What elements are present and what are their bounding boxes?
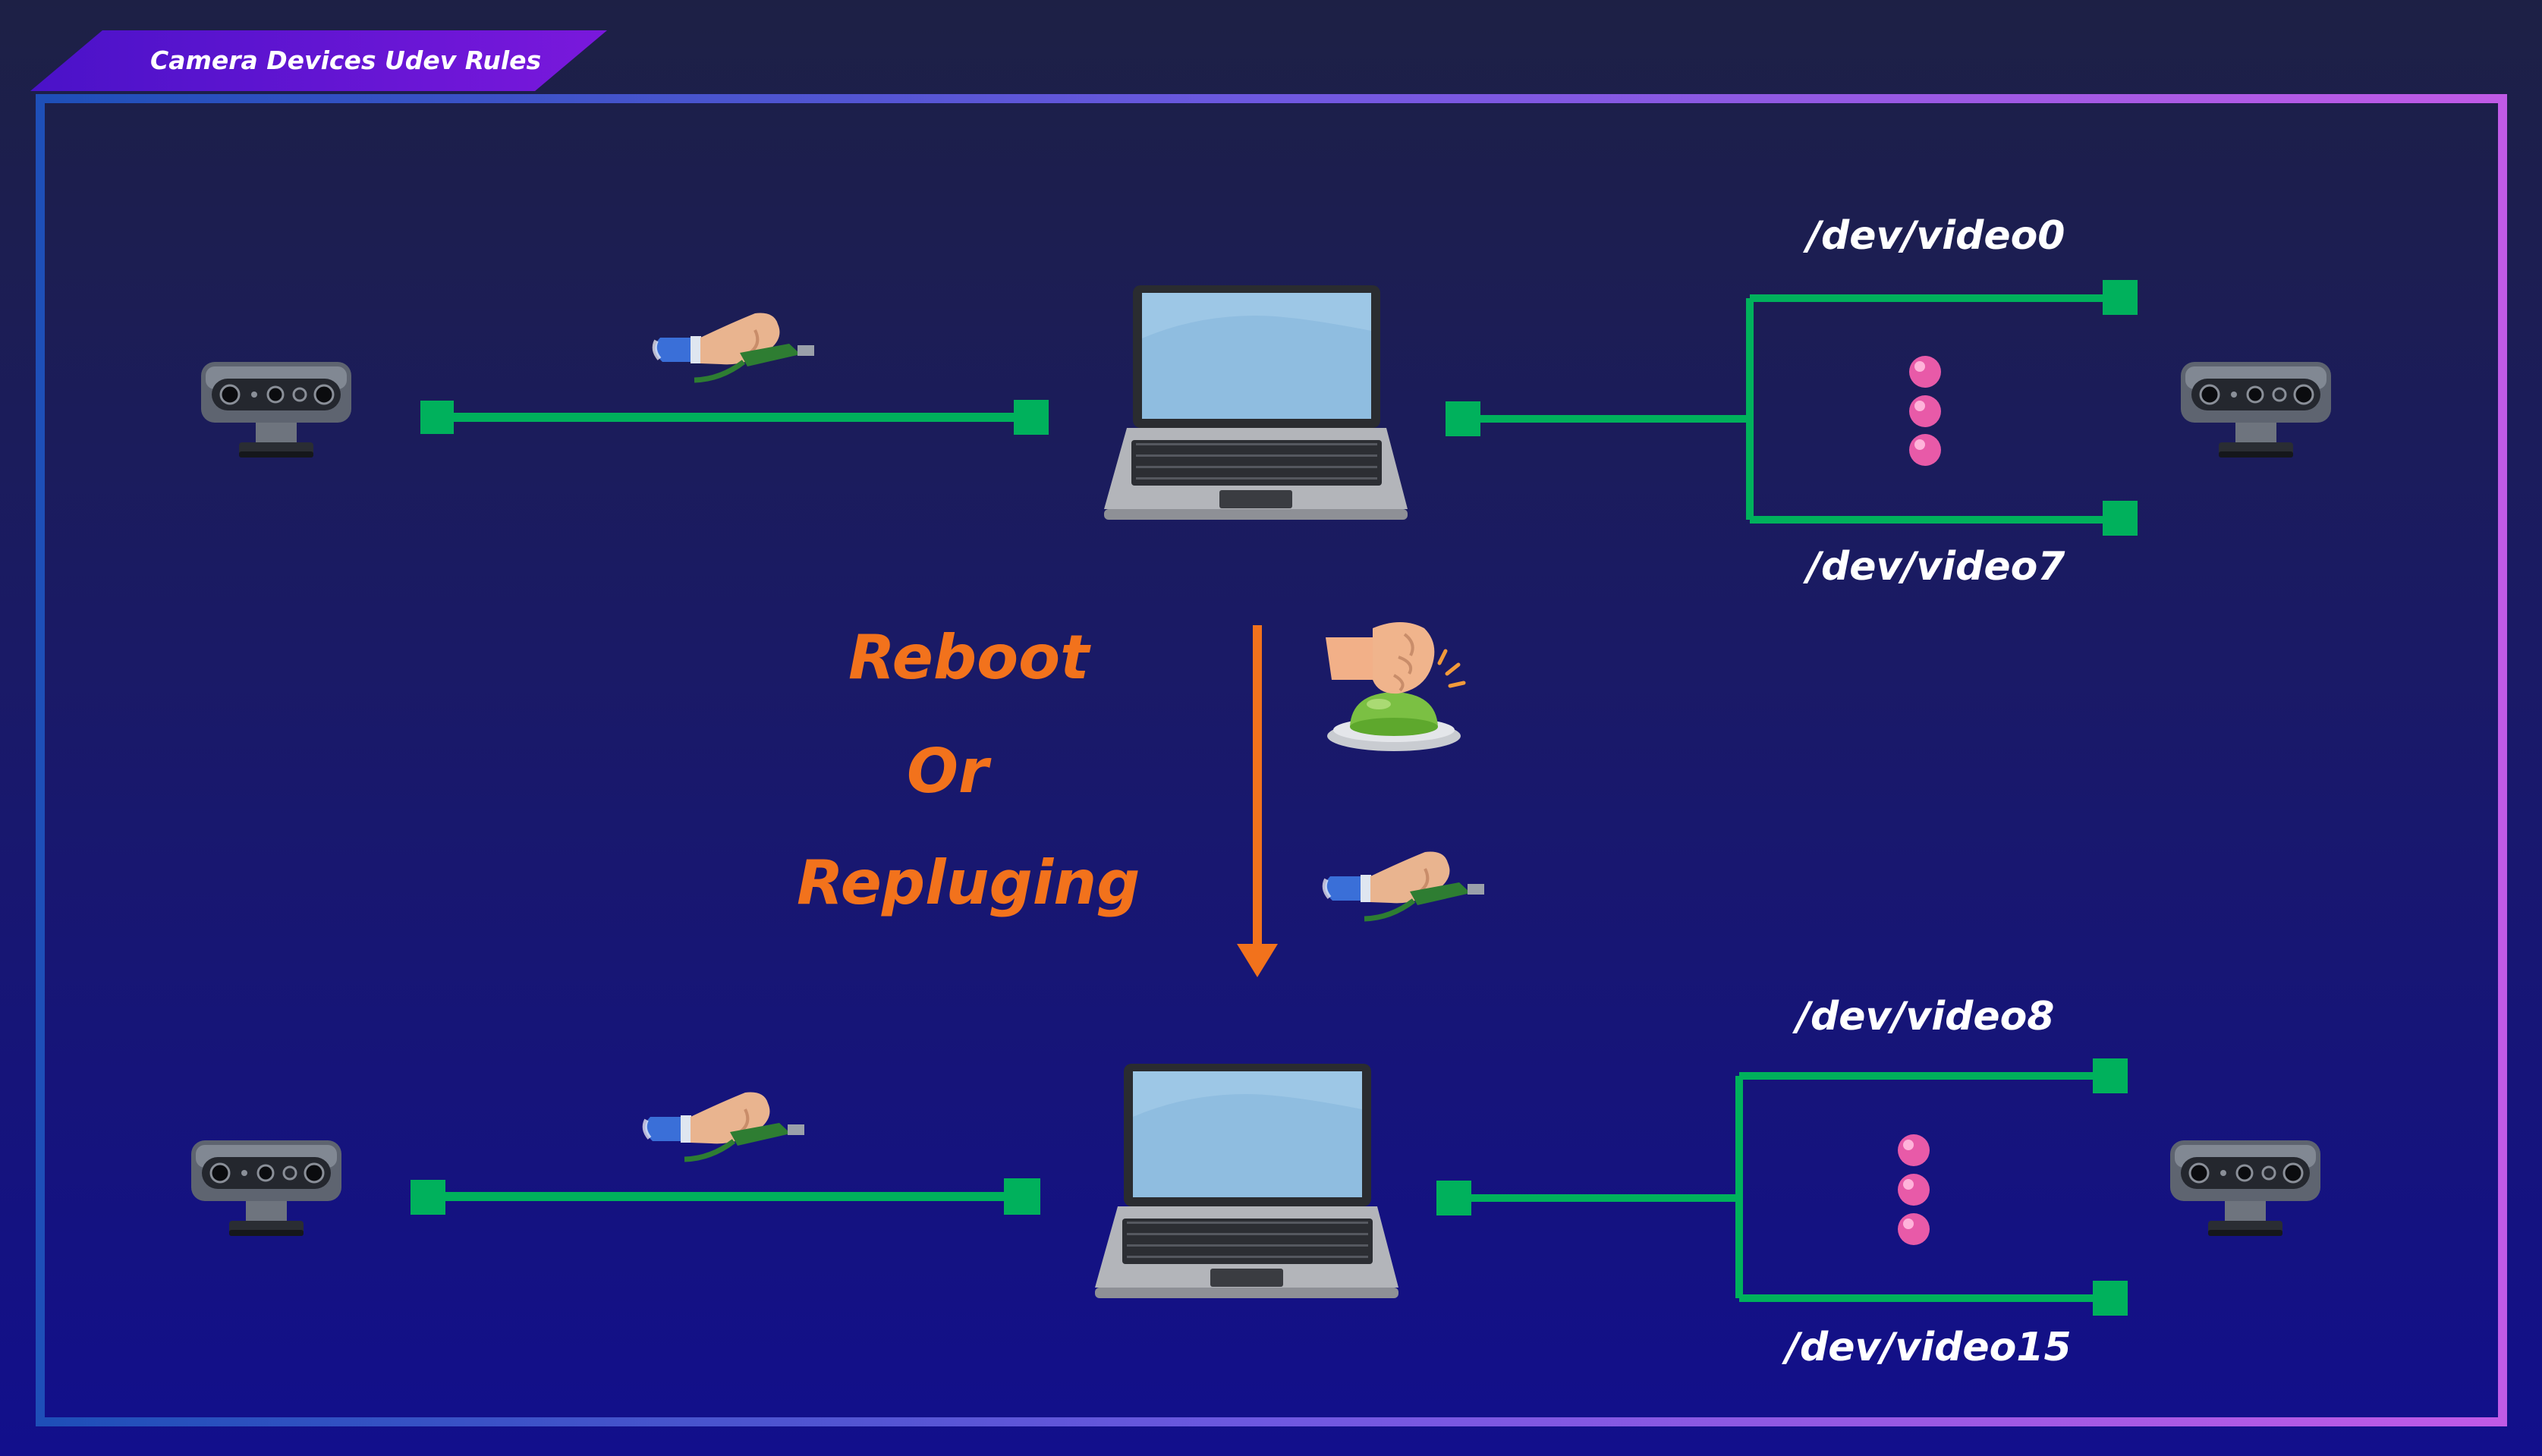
connector-node: [420, 401, 454, 434]
usb-plug-hand-icon: [1325, 852, 1484, 919]
device-branch-lines: [1463, 294, 2120, 524]
device-label-first-top: /dev/video0: [1807, 213, 2065, 259]
connector-node: [1014, 400, 1049, 435]
ellipsis-dots: [1898, 1134, 1930, 1245]
device-label-first-bottom: /dev/video8: [1796, 994, 2055, 1039]
header-tag: [30, 30, 607, 91]
device-branch-lines: [1454, 1072, 2111, 1302]
connector-node: [2103, 280, 2138, 315]
connector-node: [2093, 1281, 2128, 1316]
ellipsis-dots: [1909, 356, 1941, 466]
camera-icon: [190, 1139, 343, 1237]
header-tag-label: Camera Devices Udev Rules: [150, 46, 542, 75]
transition-label-repluging: Repluging: [797, 847, 1140, 918]
connector-node: [2093, 1058, 2128, 1093]
camera-icon: [2169, 1139, 2322, 1237]
usb-plug-hand-icon: [645, 1093, 804, 1159]
transition-label-or: Or: [907, 736, 989, 807]
connector-node: [2103, 501, 2138, 536]
usb-plug-hand-icon: [655, 313, 814, 380]
connector-node: [411, 1180, 445, 1215]
transition-label-reboot: Reboot: [848, 622, 1090, 693]
laptop-icon: [1104, 285, 1408, 520]
device-label-last-top: /dev/video7: [1807, 544, 2065, 590]
connector-node: [1004, 1178, 1040, 1215]
laptop-icon: [1095, 1064, 1398, 1298]
transition-arrow-head: [1237, 944, 1278, 977]
reset-button-icon: [1326, 622, 1464, 751]
device-label-last-bottom: /dev/video15: [1785, 1325, 2072, 1370]
camera-icon: [2179, 360, 2333, 459]
camera-icon: [200, 360, 353, 459]
